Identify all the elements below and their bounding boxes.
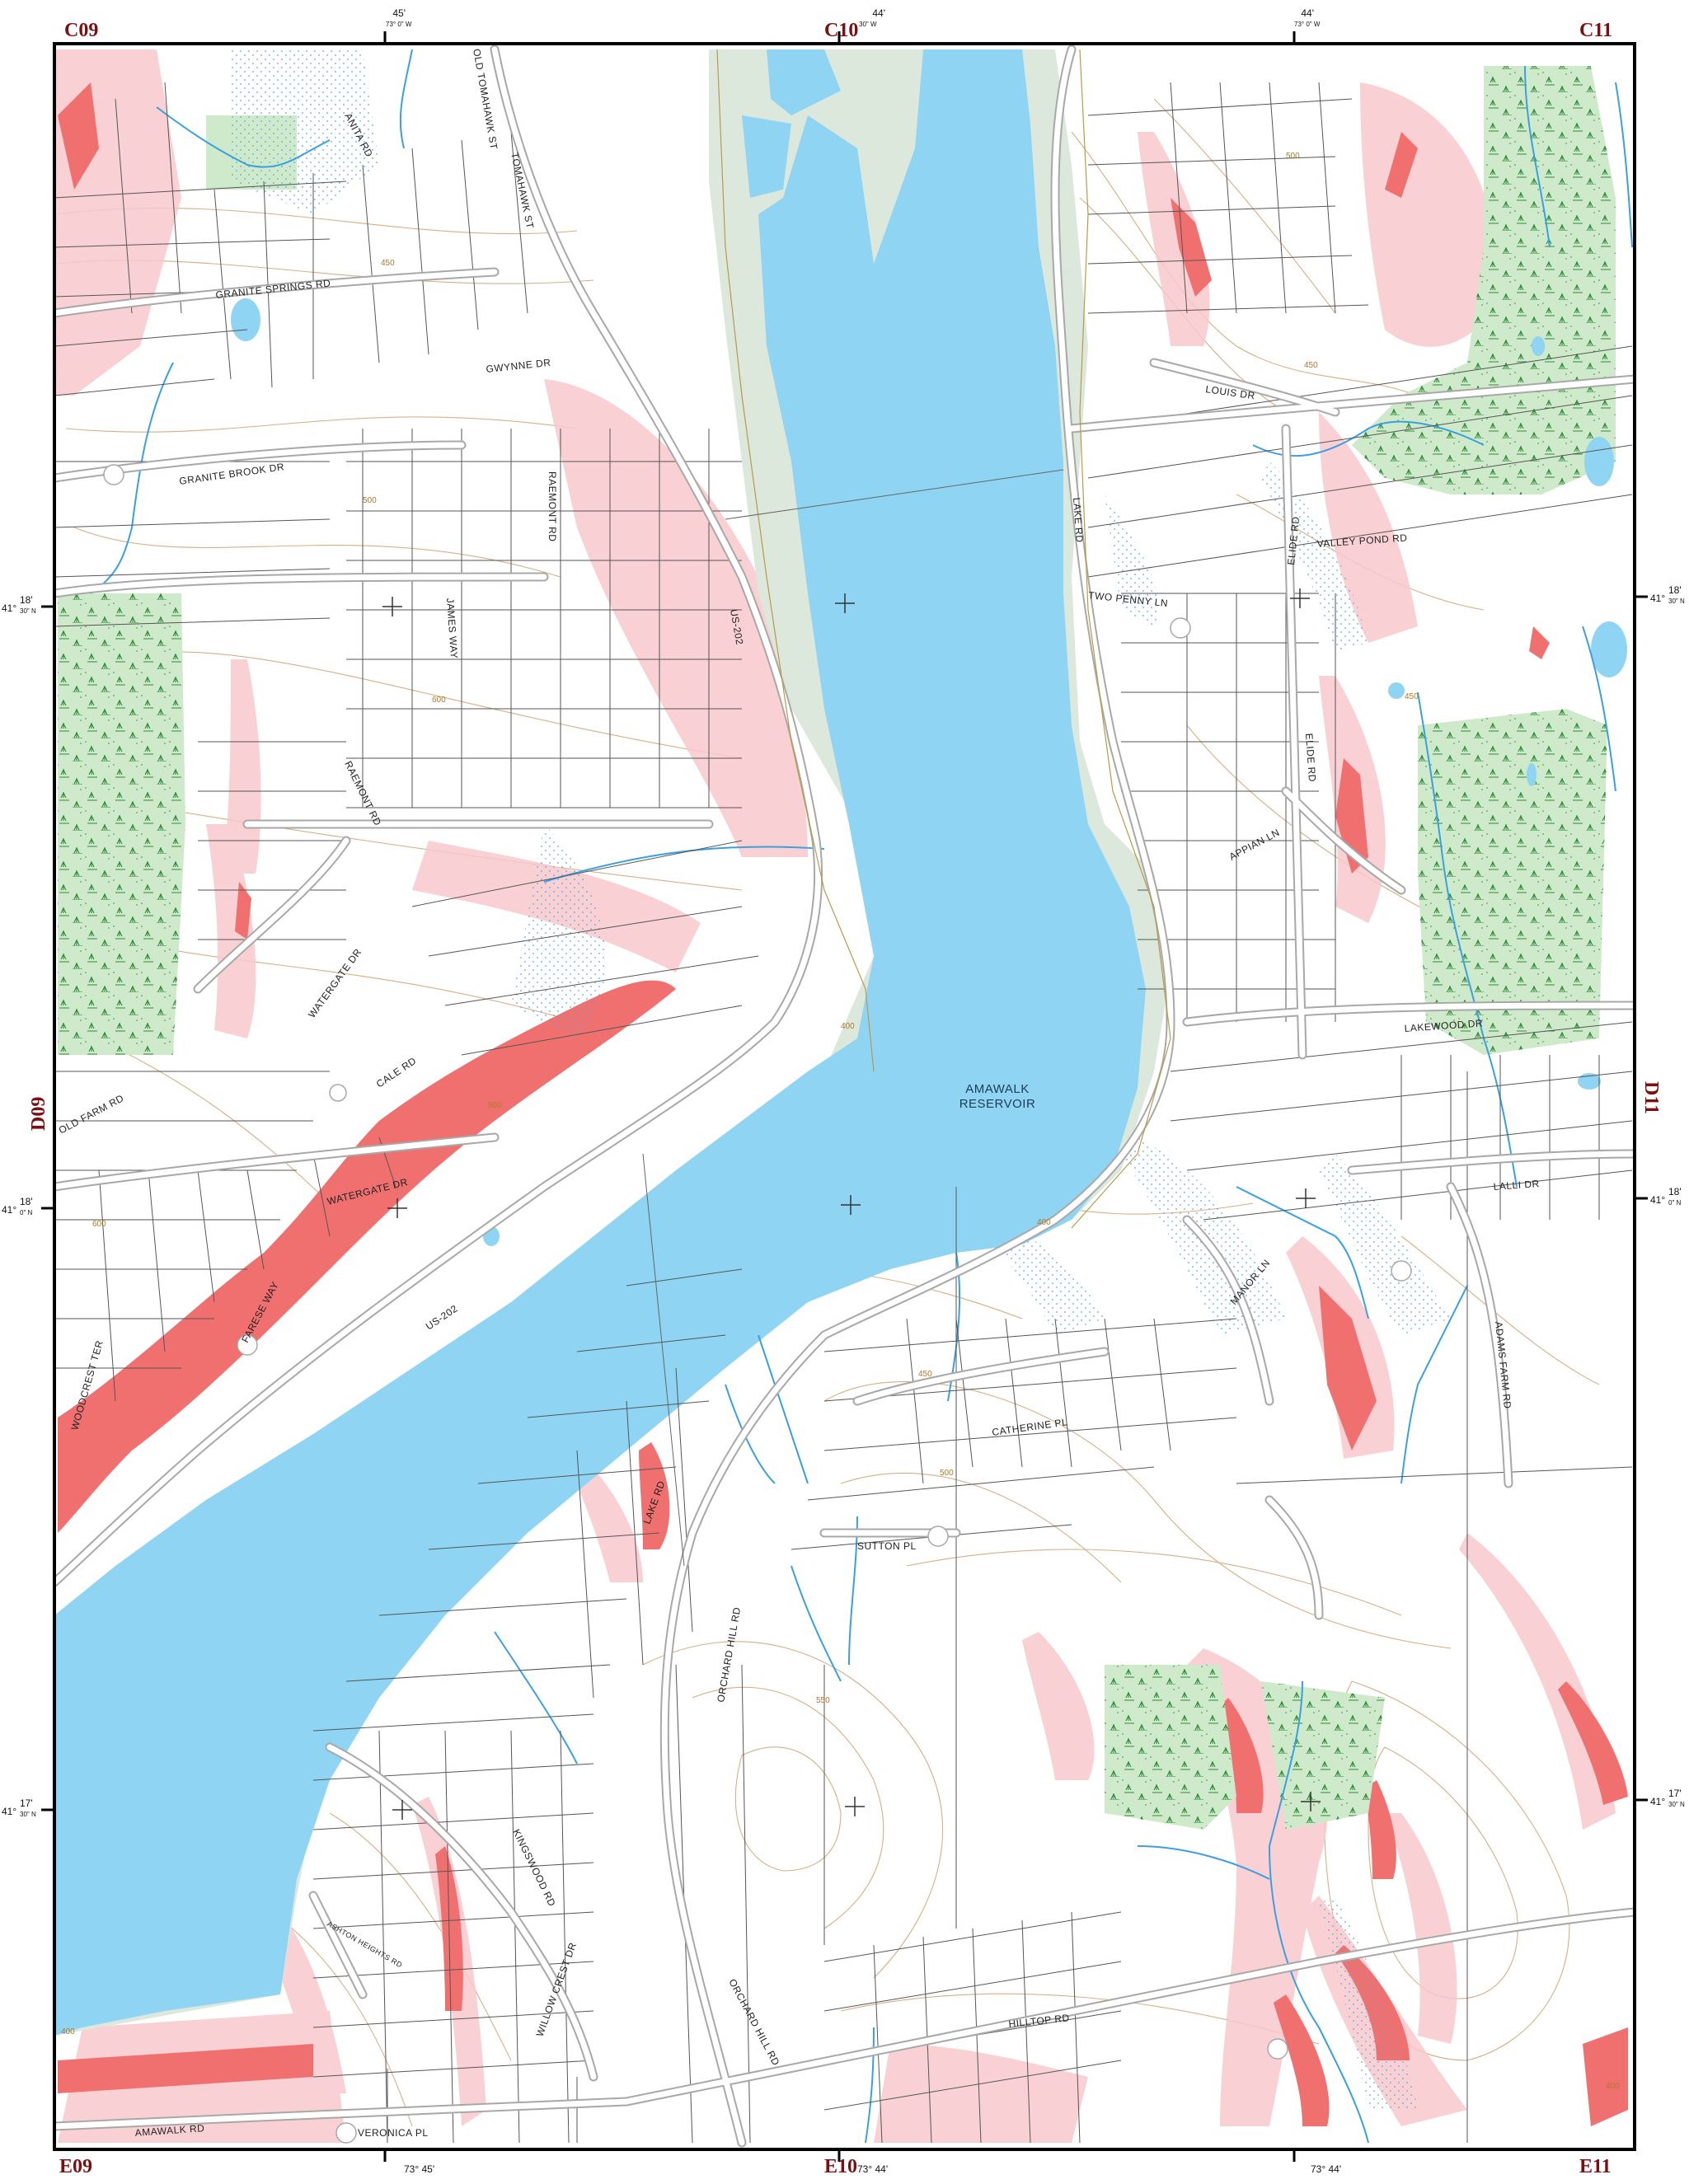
coord-right-1-deg: 41°	[1650, 593, 1665, 604]
coord-left-2-deg: 41°	[2, 1204, 16, 1216]
graticule-crosshairs	[382, 588, 1321, 1820]
map-frame	[53, 42, 1636, 2151]
coord-left-1-sec: 30" N	[20, 607, 36, 615]
road-label-amawalk: AMAWALK RD	[134, 2122, 205, 2139]
coord-right-1-min: 18'	[1668, 584, 1682, 596]
sheet-label-left-middle: D09	[28, 1097, 49, 1131]
sheet-label-bottom-left: E09	[59, 2156, 92, 2177]
road-label-lakewood: LAKEWOOD DR	[1404, 1017, 1483, 1034]
road-label-james-way: JAMES WAY	[444, 598, 460, 659]
coord-top-3-min: 44'	[1301, 7, 1314, 19]
contour-label: 550	[816, 1696, 830, 1705]
contour-label: 400	[61, 2027, 75, 2036]
coord-top-1-min: 45'	[392, 7, 406, 19]
coord-right-2-min: 18'	[1668, 1186, 1682, 1197]
road-label-elide-2: ELIDE RD	[1303, 733, 1318, 782]
sheet-label-top-right: C11	[1579, 20, 1612, 41]
coord-right-2-deg: 41°	[1650, 1194, 1665, 1206]
coord-bottom-3: 73° 44'	[1311, 2163, 1341, 2175]
coord-top-2-min: 44'	[872, 7, 885, 19]
contour-label: 450	[381, 259, 395, 268]
frame-ticks	[41, 31, 1648, 2162]
contour-label: 500	[1286, 152, 1300, 161]
contour-label: 400	[1606, 2082, 1620, 2091]
coord-right-1-sec: 30" N	[1668, 598, 1685, 605]
coord-left-1-min: 18'	[20, 594, 33, 606]
coord-top-2-deg: 30" W	[859, 21, 877, 28]
coord-bottom-2: 73° 44'	[857, 2163, 888, 2175]
contour-label: 450	[1304, 361, 1318, 370]
coord-right-3-deg: 41°	[1650, 1796, 1665, 1807]
coord-left-1-deg: 41°	[2, 602, 16, 614]
coord-left-3-min: 17'	[20, 1797, 33, 1809]
coord-top-1-deg: 73° 0" W	[386, 21, 412, 28]
coordinate-labels: 45' 73° 0" W 44' 30" W 44' 73° 0" W 41° …	[2, 7, 1685, 2175]
contour-label: 500	[488, 1101, 502, 1110]
reservoir-cove	[742, 115, 791, 198]
coord-bottom-1: 73° 45'	[404, 2163, 434, 2175]
sheet-label-bottom-center: E10	[824, 2156, 857, 2177]
coord-right-3-min: 17'	[1668, 1788, 1682, 1799]
roads	[54, 45, 1635, 2148]
reservoir-label-line1: AMAWALK	[965, 1082, 1029, 1096]
contour-label: 500	[940, 1469, 954, 1478]
contour-label: 450	[1405, 692, 1419, 701]
coord-left-3-deg: 41°	[2, 1806, 16, 1817]
reservoir-boundary	[716, 49, 1171, 1229]
sheet-label-right-middle: D11	[1640, 1081, 1662, 1114]
coord-top-3-deg: 73° 0" W	[1294, 21, 1321, 28]
road-label-raemont-1: RAEMONT RD	[547, 471, 558, 541]
ponds	[231, 298, 1627, 1246]
sheet-label-top-center: C10	[824, 20, 858, 41]
sheet-label-bottom-right: E11	[1579, 2156, 1612, 2177]
reservoir-label-line2: RESERVOIR	[959, 1097, 1036, 1111]
coord-left-3-sec: 30" N	[20, 1811, 36, 1818]
coord-right-3-sec: 30" N	[1668, 1801, 1685, 1808]
contour-label: 450	[918, 1370, 932, 1379]
coord-left-2-sec: 0" N	[20, 1209, 33, 1216]
coord-left-2-min: 18'	[20, 1196, 33, 1207]
road-label-sutton: SUTTON PL	[857, 1540, 917, 1552]
sheet-label-top-left: C09	[64, 20, 98, 41]
road-label-veronica: VERONICA PL	[358, 2127, 429, 2139]
survey-line	[642, 469, 1064, 1567]
road-label-elide-1: ELIDE RD	[1285, 516, 1302, 565]
contour-label: 400	[841, 1022, 855, 1031]
contour-labels: 450 500 600 500 450 400 600 400 450 500 …	[61, 152, 1620, 2091]
road-label-lalli: LALLI DR	[1493, 1178, 1540, 1193]
amawalk-reservoir	[54, 49, 1146, 2036]
adjacent-sheet-labels: C09 C10 C11 D09 D11 E09 E10 E11	[28, 20, 1662, 2177]
coord-right-2-sec: 0" N	[1668, 1199, 1682, 1207]
contour-label: 600	[92, 1220, 106, 1229]
contour-label: 500	[363, 496, 377, 505]
road-label-lake-rd-1: LAKE RD	[1071, 497, 1086, 543]
contour-label: 400	[1037, 1218, 1051, 1227]
reservoir-north-arm	[767, 49, 841, 115]
parcel-lines	[54, 82, 1633, 2144]
contour-label: 600	[432, 696, 446, 705]
